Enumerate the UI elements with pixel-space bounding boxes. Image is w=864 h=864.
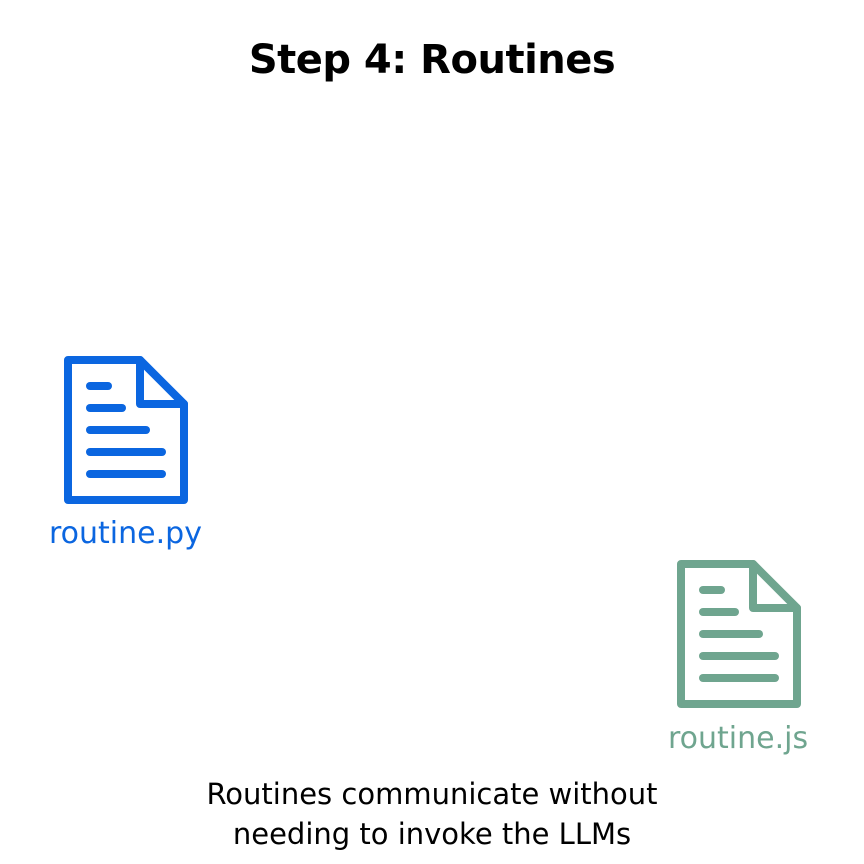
- page-title: Step 4: Routines: [248, 37, 616, 83]
- file-label-routine-py: routine.py: [49, 516, 202, 551]
- document-fold: [749, 560, 801, 612]
- document-icon-graphic: [64, 356, 188, 504]
- document-icon-graphic: [677, 560, 801, 708]
- js-file-document-icon: [673, 556, 803, 712]
- file-label-routine-js: routine.js: [668, 721, 809, 756]
- document-outline: [64, 356, 188, 504]
- caption: Routines communicate without needing to …: [0, 774, 864, 854]
- python-file-document-icon: [60, 352, 190, 508]
- caption-line-2: needing to invoke the LLMs: [232, 817, 632, 851]
- document-outline: [677, 560, 801, 708]
- document-fold: [136, 356, 188, 408]
- caption-line-1: Routines communicate without: [206, 777, 658, 811]
